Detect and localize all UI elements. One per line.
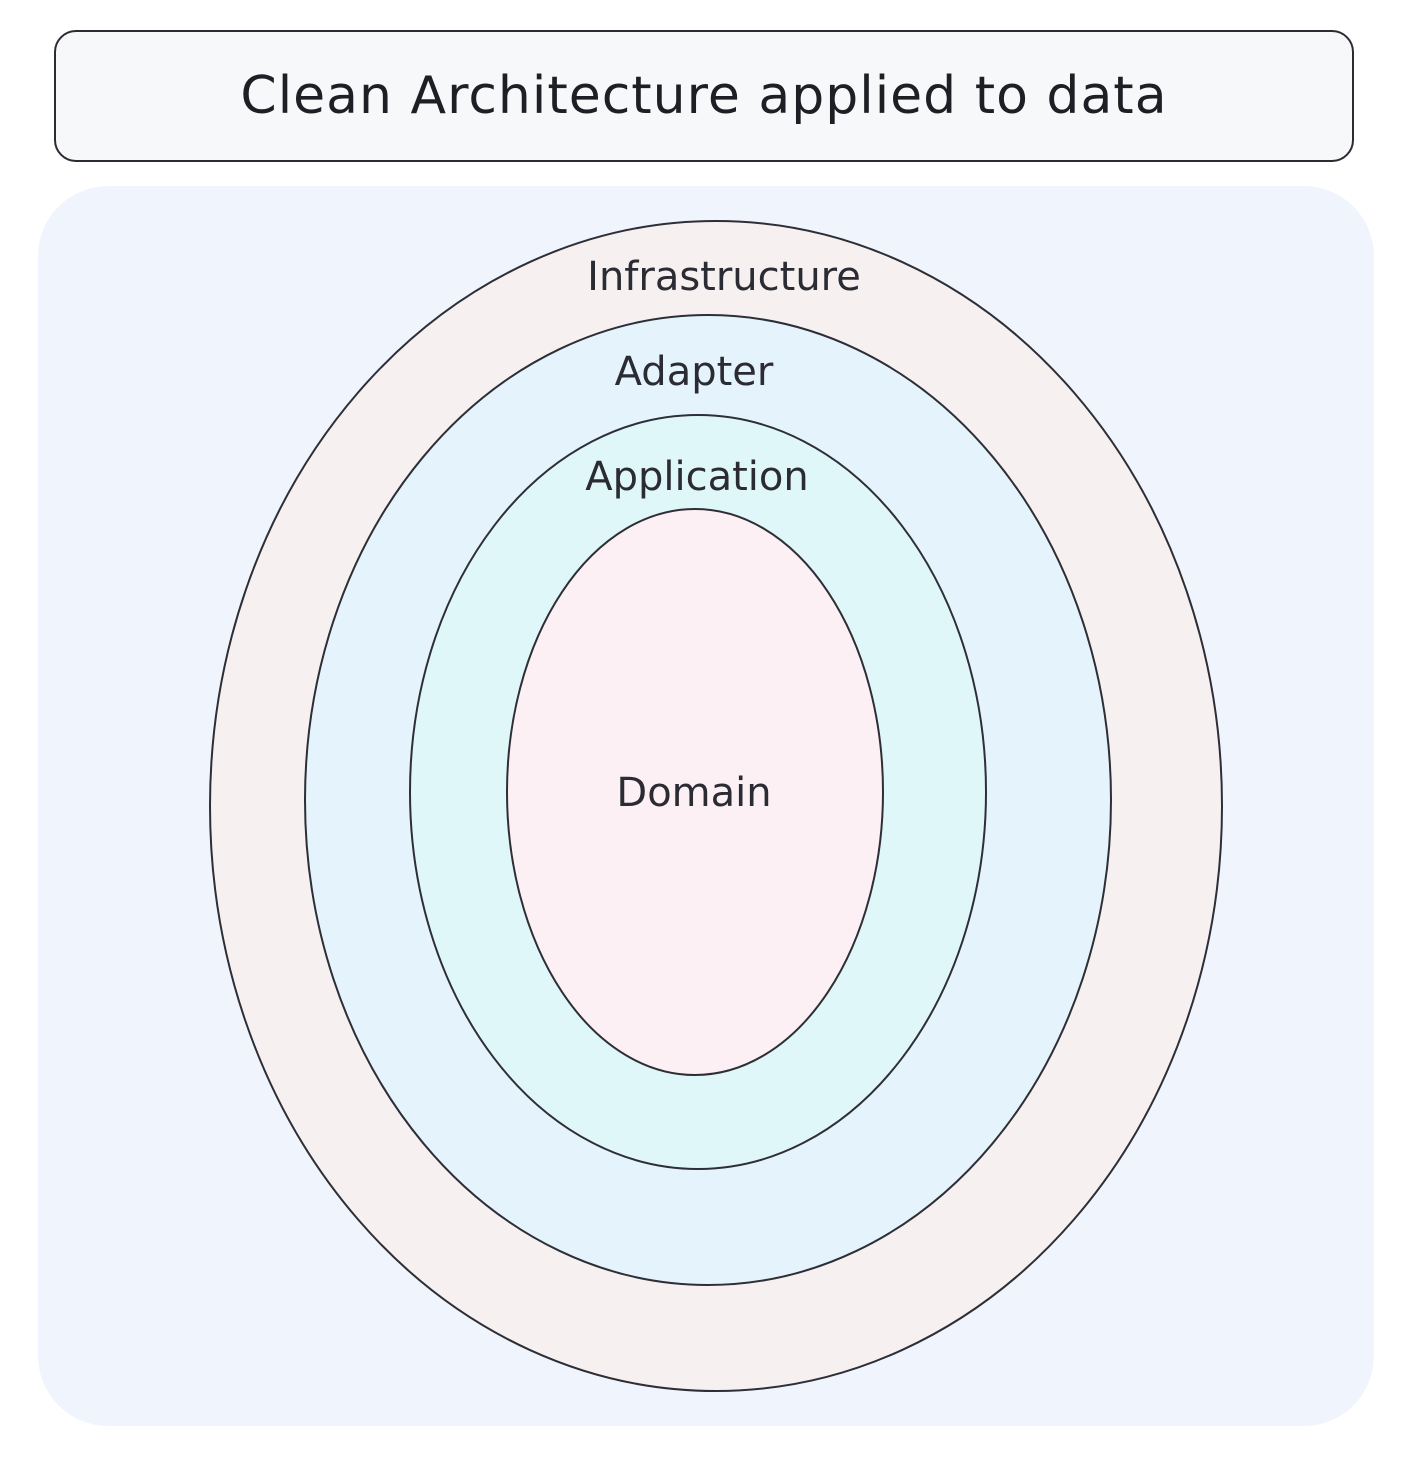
domain-label: Domain [616,770,771,816]
diagram-title: Clean Architecture applied to data [240,66,1168,126]
title-box: Clean Architecture applied to data [54,30,1354,162]
adapter-label: Adapter [615,349,774,395]
infrastructure-label: Infrastructure [587,254,861,300]
application-label: Application [585,454,809,500]
domain-layer [506,508,884,1076]
